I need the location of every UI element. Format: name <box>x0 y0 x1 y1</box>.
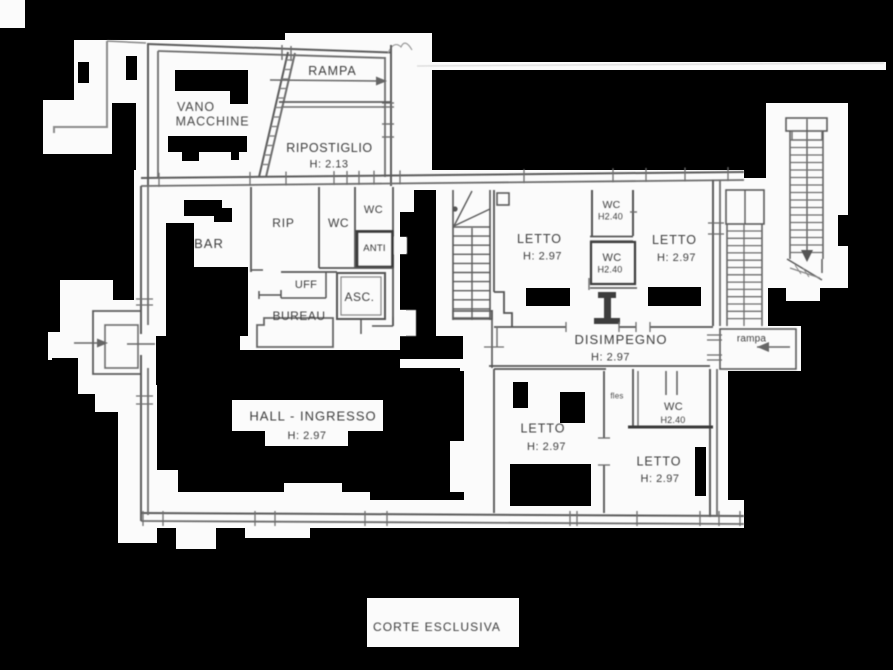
svg-text:H: 2.97: H: 2.97 <box>657 252 696 264</box>
svg-text:H: 2.97: H: 2.97 <box>523 251 562 263</box>
svg-text:MACCHINE: MACCHINE <box>176 115 250 129</box>
svg-text:UFF: UFF <box>295 279 317 291</box>
svg-text:H: 2.13: H: 2.13 <box>310 159 349 171</box>
svg-text:RIPOSTIGLIO: RIPOSTIGLIO <box>286 141 372 155</box>
svg-text:LETTO: LETTO <box>520 422 565 436</box>
svg-text:LETTO: LETTO <box>517 232 562 246</box>
svg-text:LETTO: LETTO <box>636 455 681 469</box>
svg-text:WC: WC <box>664 401 683 413</box>
svg-text:RAMPA: RAMPA <box>308 64 357 78</box>
svg-text:VANO: VANO <box>177 100 215 114</box>
svg-text:WC: WC <box>328 216 349 230</box>
svg-text:H: 2.97: H: 2.97 <box>641 473 680 485</box>
svg-text:BUREAU: BUREAU <box>272 309 325 323</box>
svg-text:LETTO: LETTO <box>652 233 697 247</box>
svg-text:BAR: BAR <box>194 236 224 251</box>
svg-text:H: 2.97: H: 2.97 <box>527 441 566 453</box>
svg-text:H2.40: H2.40 <box>597 265 622 275</box>
svg-text:H2.40: H2.40 <box>660 415 685 425</box>
svg-text:H2.40: H2.40 <box>598 212 623 222</box>
svg-text:ANTI: ANTI <box>363 243 385 254</box>
svg-text:rampa: rampa <box>737 334 767 345</box>
svg-text:HALL - INGRESSO: HALL - INGRESSO <box>249 409 376 424</box>
svg-text:WC: WC <box>602 199 620 211</box>
svg-text:H: 2.97: H: 2.97 <box>288 430 327 442</box>
svg-text:WC: WC <box>603 252 622 264</box>
svg-text:H: 2.97: H: 2.97 <box>591 352 630 364</box>
svg-text:fles: fles <box>610 392 623 401</box>
svg-text:ASC.: ASC. <box>344 290 374 304</box>
svg-text:DISIMPEGNO: DISIMPEGNO <box>574 332 667 347</box>
svg-text:CORTE ESCLUSIVA: CORTE ESCLUSIVA <box>373 620 501 634</box>
svg-text:RIP: RIP <box>272 216 294 230</box>
svg-text:WC: WC <box>364 204 383 216</box>
